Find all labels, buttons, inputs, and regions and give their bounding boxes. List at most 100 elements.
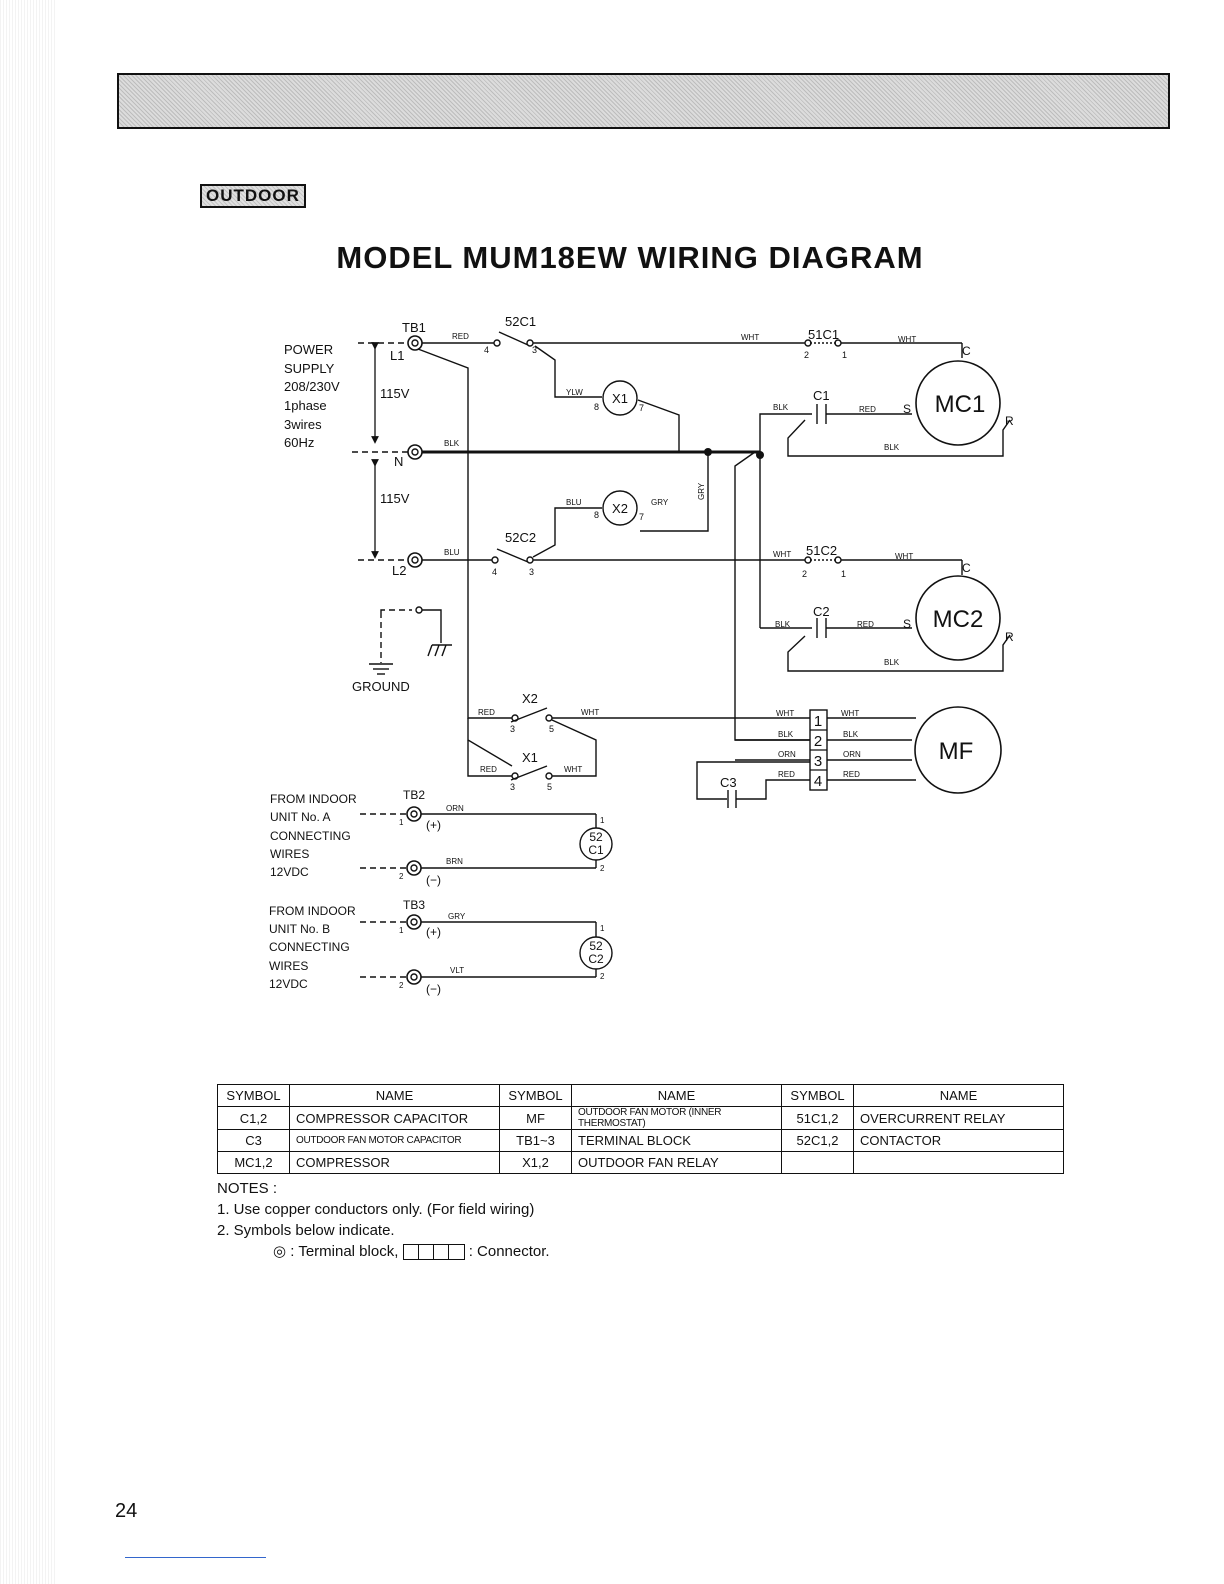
x2-coil-label: X2 bbox=[612, 501, 628, 516]
tb3-terminal bbox=[406, 914, 422, 985]
wire-label: GRY bbox=[697, 482, 706, 500]
power-supply-line: 3wires bbox=[284, 417, 322, 432]
symbol-legend-table: SYMBOL NAME SYMBOL NAME SYMBOL NAME C1,2… bbox=[217, 1084, 1064, 1174]
legend-header-name: NAME bbox=[853, 1084, 1064, 1107]
wire-label: BLK bbox=[773, 403, 789, 412]
legend-symbol: 51C1,2 bbox=[781, 1106, 854, 1130]
note-1: 1. Use copper conductors only. (For fiel… bbox=[217, 1201, 535, 1218]
mf-motor-label: MF bbox=[939, 738, 974, 765]
wire-label: BLK bbox=[843, 730, 859, 739]
capacitor-c3-label: C3 bbox=[720, 775, 737, 790]
pin-number: 2 bbox=[600, 864, 605, 873]
mc1-terminal-r: R bbox=[1005, 414, 1014, 428]
tb1-terminal-l2 bbox=[407, 552, 423, 568]
tb2-label: TB2 bbox=[403, 788, 425, 802]
coil-52c2-label: 52 bbox=[589, 939, 603, 953]
pin-number: 3 bbox=[510, 724, 515, 734]
x1-coil-label: X1 bbox=[612, 391, 628, 406]
wire-label: RED bbox=[778, 770, 795, 779]
legend-name bbox=[853, 1151, 1064, 1174]
pin-number: 1 bbox=[842, 350, 847, 360]
indoor-b-line: UNIT No. B bbox=[269, 922, 330, 936]
wire-label: YLW bbox=[566, 388, 583, 397]
legend-name: OVERCURRENT RELAY bbox=[853, 1106, 1064, 1130]
contactor-52c2-label: 52C2 bbox=[505, 530, 536, 545]
wire-label: RED bbox=[843, 770, 860, 779]
wire-label: BLU bbox=[444, 548, 460, 557]
mc1-terminal-c: C bbox=[962, 344, 971, 358]
wire-label: WHT bbox=[581, 708, 599, 717]
tb1-label: TB1 bbox=[402, 320, 426, 335]
power-supply-line: 60Hz bbox=[284, 435, 314, 450]
wire-label: BLK bbox=[444, 439, 460, 448]
page-title: MODEL MUM18EW WIRING DIAGRAM bbox=[336, 240, 924, 275]
pin-number: 1 bbox=[399, 926, 404, 935]
mf-connector: 1 2 3 4 bbox=[809, 709, 828, 791]
indoor-b-line: CONNECTING bbox=[269, 940, 350, 954]
relay-contact-x2-label: X2 bbox=[522, 691, 538, 706]
mc2-motor-label: MC2 bbox=[933, 606, 984, 633]
coil-52c1-label: 52 bbox=[589, 830, 603, 844]
legend-name: OUTDOOR FAN MOTOR (INNER THERMOSTAT) bbox=[571, 1106, 782, 1130]
wire-label: WHT bbox=[773, 550, 791, 559]
notes-section: NOTES : 1. Use copper conductors only. (… bbox=[217, 1178, 550, 1262]
legend-header-name: NAME bbox=[571, 1084, 782, 1107]
relay-contact-x1-label: X1 bbox=[522, 750, 538, 765]
connector-pin: 3 bbox=[814, 753, 822, 770]
contactor-52c1-label: 52C1 bbox=[505, 314, 536, 329]
pin-number: 3 bbox=[532, 345, 537, 355]
note-2: 2. Symbols below indicate. bbox=[217, 1222, 395, 1239]
terminal-l1-label: L1 bbox=[390, 348, 404, 363]
page-number: 24 bbox=[115, 1500, 138, 1522]
capacitor-c1-label: C1 bbox=[813, 388, 830, 403]
polarity-plus: (+) bbox=[426, 818, 441, 832]
header-bar bbox=[117, 73, 1170, 129]
wire-label: GRY bbox=[651, 498, 669, 507]
pin-number: 3 bbox=[510, 782, 515, 792]
tb1-terminal-n bbox=[407, 444, 423, 460]
coil-52c2-label: C2 bbox=[588, 952, 604, 966]
power-supply-line: 208/230V bbox=[284, 379, 340, 394]
footer-rule bbox=[125, 1557, 266, 1558]
pin-number: 4 bbox=[492, 567, 497, 577]
power-supply-line: 1phase bbox=[284, 398, 327, 413]
legend-row: C1,2 COMPRESSOR CAPACITOR MF OUTDOOR FAN… bbox=[217, 1106, 1064, 1130]
wire-label: WHT bbox=[564, 765, 582, 774]
coil-52c1-label: C1 bbox=[588, 843, 604, 857]
wire-label: WHT bbox=[841, 709, 859, 718]
wire-label: BLK bbox=[778, 730, 794, 739]
legend-symbol: MC1,2 bbox=[217, 1151, 290, 1174]
pin-number: 5 bbox=[547, 782, 552, 792]
legend-symbol: TB1~3 bbox=[499, 1129, 572, 1152]
legend-header-row: SYMBOL NAME SYMBOL NAME SYMBOL NAME bbox=[217, 1084, 1064, 1107]
wire-label: VLT bbox=[450, 966, 464, 975]
terminal-block-symbol-icon: ◎ bbox=[273, 1243, 287, 1260]
pin-number: 1 bbox=[841, 569, 846, 579]
mc2-terminal-r: R bbox=[1005, 630, 1014, 644]
legend-name: CONTACTOR bbox=[853, 1129, 1064, 1152]
wire-label: RED bbox=[480, 765, 497, 774]
legend-symbol: 52C1,2 bbox=[781, 1129, 854, 1152]
legend-symbol: MF bbox=[499, 1106, 572, 1130]
indoor-b-line: WIRES bbox=[269, 959, 308, 973]
terminal-n-label: N bbox=[394, 454, 403, 469]
legend-name: COMPRESSOR bbox=[289, 1151, 500, 1174]
indoor-a-line: FROM INDOOR bbox=[270, 792, 357, 806]
legend-name: COMPRESSOR CAPACITOR bbox=[289, 1106, 500, 1130]
tb3-label: TB3 bbox=[403, 898, 425, 912]
polarity-plus: (+) bbox=[426, 925, 441, 939]
indoor-a-line: CONNECTING bbox=[270, 829, 351, 843]
legend-row: MC1,2 COMPRESSOR X1,2 OUTDOOR FAN RELAY bbox=[217, 1151, 1064, 1174]
mc1-motor-label: MC1 bbox=[935, 391, 986, 418]
connector-symbol-icon bbox=[402, 1244, 465, 1261]
capacitor-c2-label: C2 bbox=[813, 604, 830, 619]
indoor-a-line: 12VDC bbox=[270, 865, 309, 879]
voltage-label-lower: 115V bbox=[380, 491, 410, 506]
voltage-label-upper: 115V bbox=[380, 386, 410, 401]
pin-number: 1 bbox=[600, 924, 605, 933]
power-supply-line: SUPPLY bbox=[284, 361, 335, 376]
indoor-b-line: FROM INDOOR bbox=[269, 904, 356, 918]
notes-heading: NOTES : bbox=[217, 1180, 278, 1197]
wire-label: WHT bbox=[895, 552, 913, 561]
